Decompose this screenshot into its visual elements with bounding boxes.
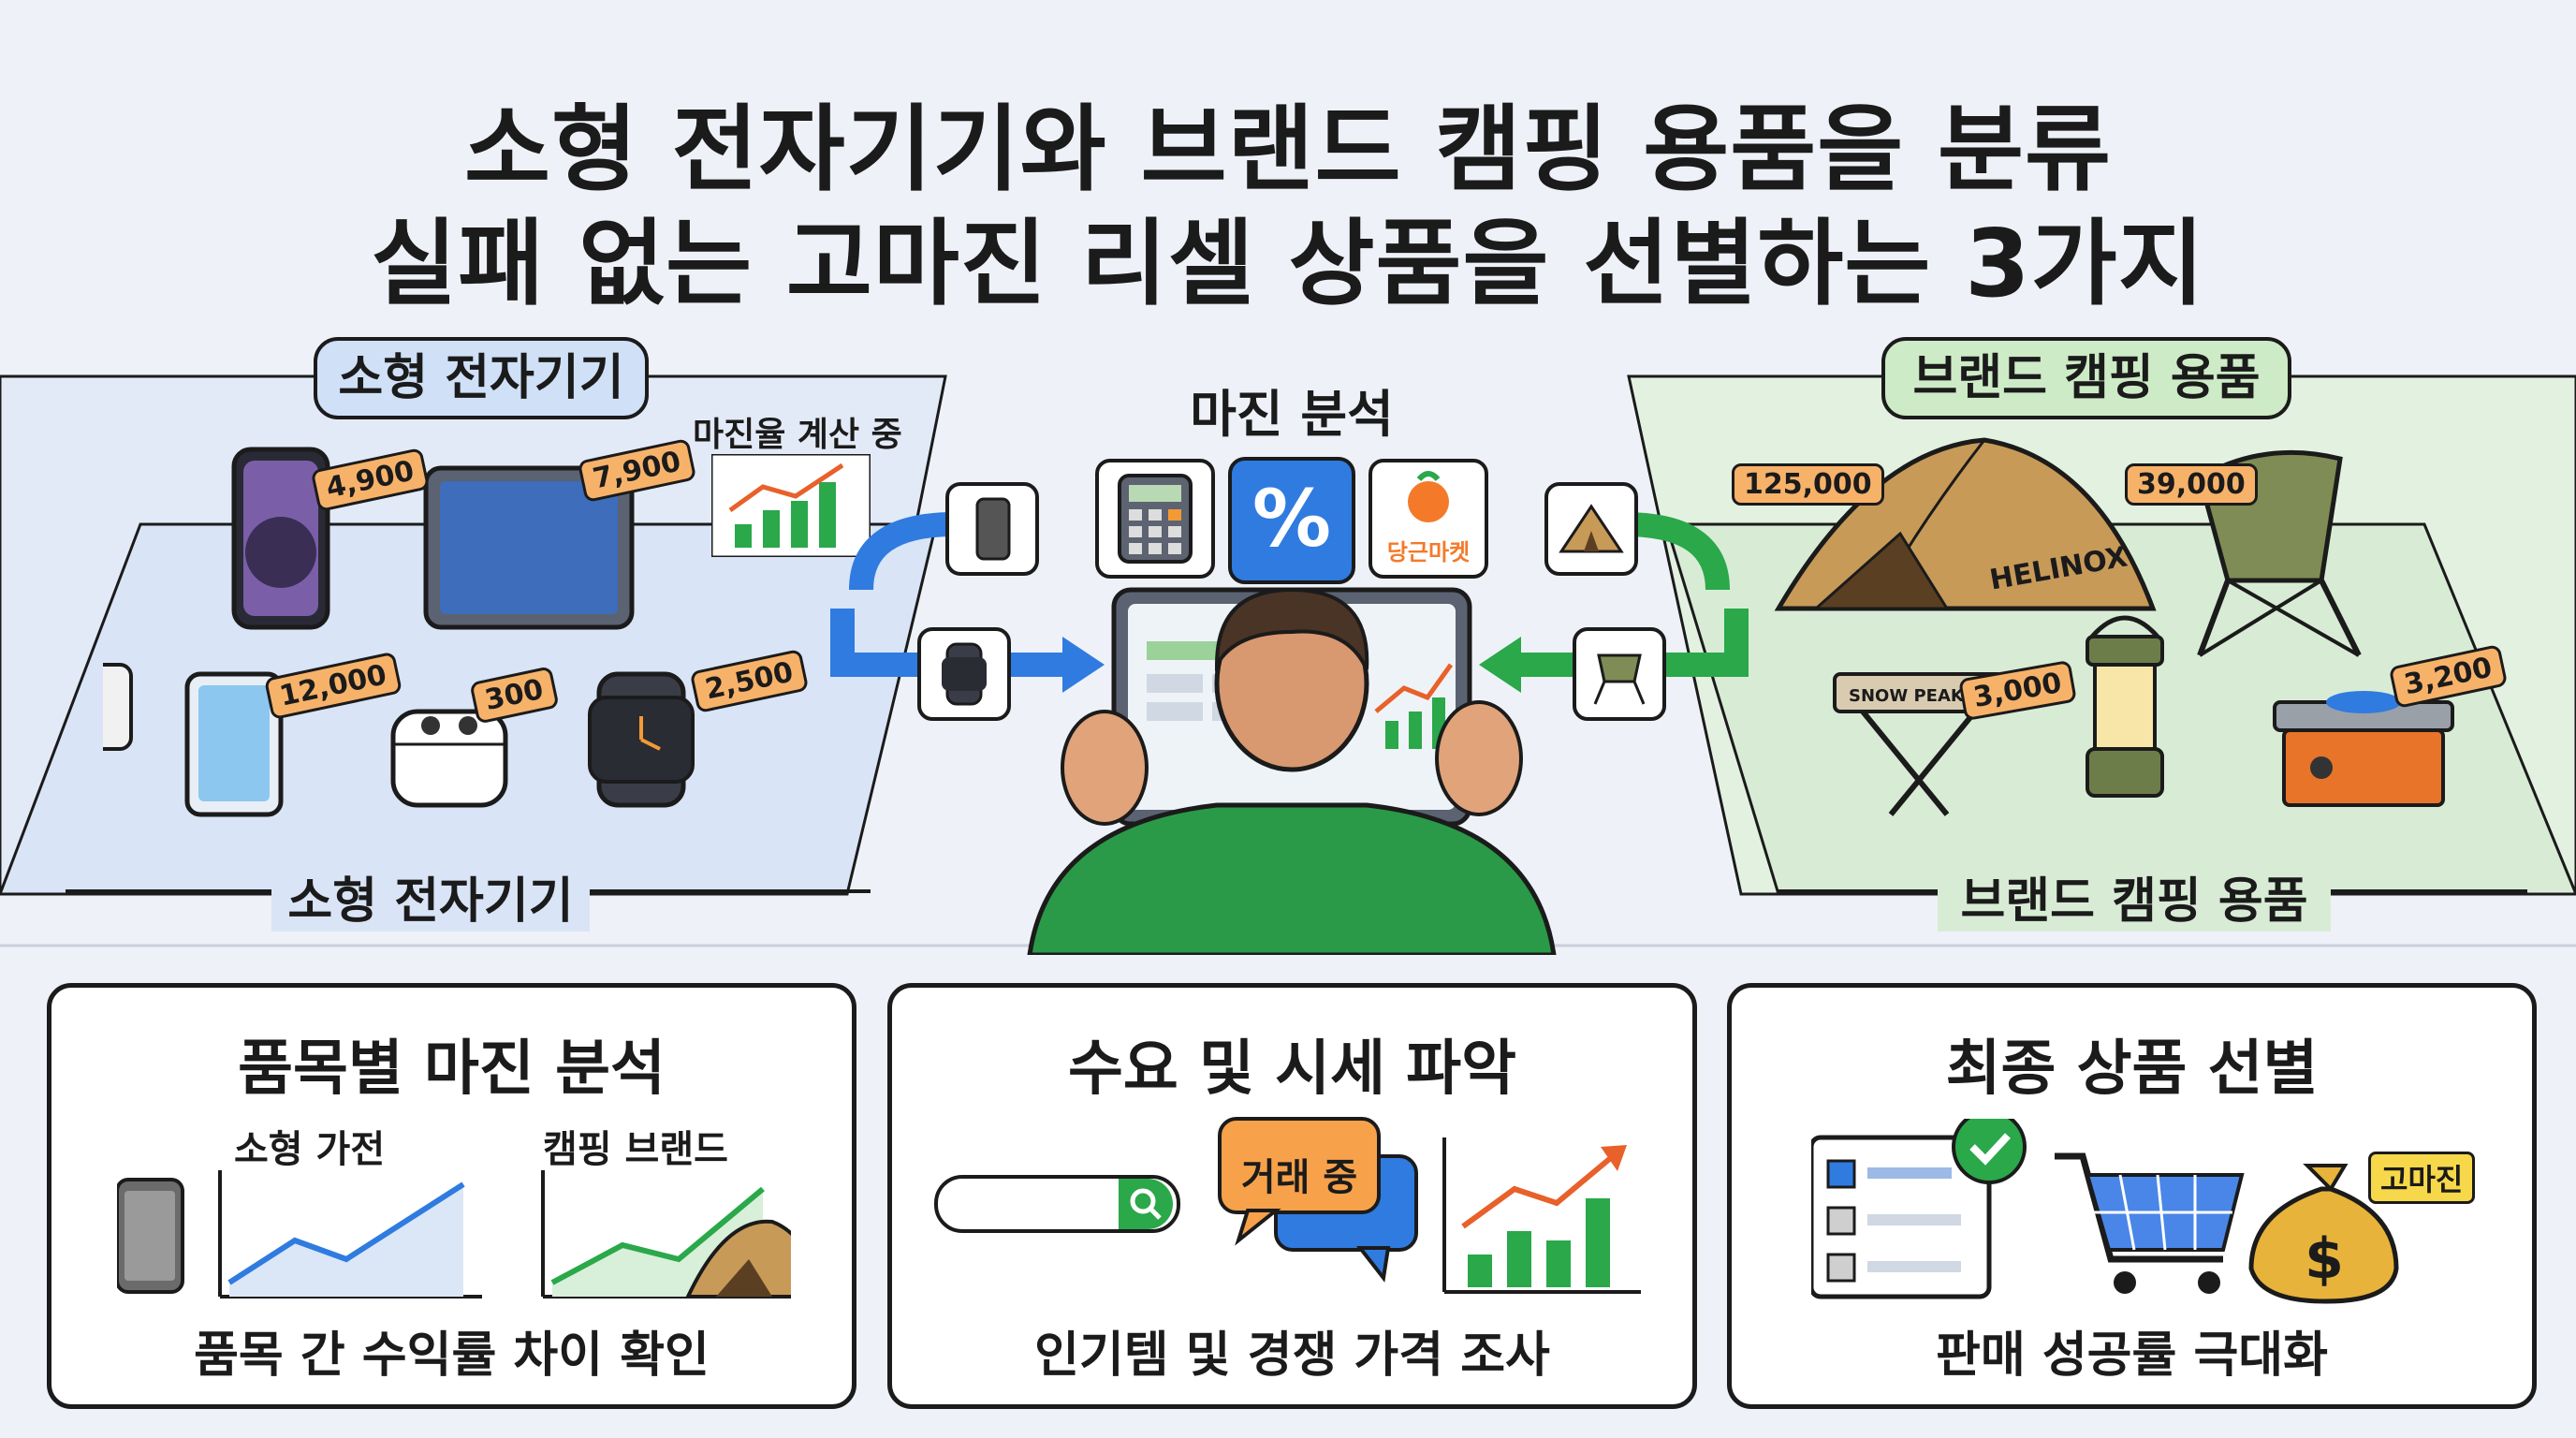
- smartphone-icon: [103, 663, 284, 817]
- checklist-icon: [1811, 1135, 1992, 1299]
- card-1-caption: 품목 간 수익률 차이 확인: [194, 1328, 710, 1384]
- smartwatch-icon: [588, 671, 695, 808]
- tablet-icon: [423, 465, 635, 630]
- price-tag-chair: 39,000: [2125, 463, 2258, 506]
- center-title: 마진 분석: [1190, 385, 1394, 444]
- person-body: [1027, 802, 1557, 955]
- title-line-2: 실패 없는 고마진 리셀 상품을 선별하는 3가지: [371, 209, 2205, 318]
- mini-growth-chart-icon: [711, 454, 871, 557]
- money-bag-icon: $: [2248, 1164, 2399, 1304]
- card-margin-analysis: 품목별 마진 분석 소형 가전 캠핑 브랜드 품목 간 수익률 차이 확인: [47, 983, 856, 1409]
- left-panel-label: 소형 전자기기: [314, 337, 649, 419]
- carrot-market-label: 당근마켓: [1386, 539, 1471, 565]
- tent-box-icon: [1544, 482, 1638, 576]
- search-icon[interactable]: [1119, 1179, 1173, 1229]
- right-panel-label: 브랜드 캠핑 용품: [1881, 337, 2291, 419]
- svg-text:$: $: [2305, 1226, 2344, 1292]
- check-circle-icon: [1952, 1119, 2027, 1184]
- right-panel-footer: 브랜드 캠핑 용품: [1938, 861, 2331, 932]
- phone-box-icon: [945, 482, 1039, 576]
- left-panel-footer: 소형 전자기기: [271, 861, 590, 932]
- price-tag-tent: 125,000: [1732, 463, 1884, 506]
- card-3-caption: 판매 성공률 극대화: [1936, 1328, 2328, 1384]
- electronics-illustration: [103, 447, 695, 817]
- phone-icon: [231, 447, 330, 630]
- lantern-icon: [2086, 615, 2164, 798]
- card-2-caption: 인기템 및 경쟁 가격 조사: [1034, 1328, 1550, 1384]
- card-3-icons: $: [1811, 1119, 2399, 1304]
- chair-box-icon: [1573, 627, 1666, 721]
- shopping-cart-icon: [2055, 1152, 2245, 1294]
- card-demand-price: 수요 및 시세 파악 거래 중 인기템 및 경쟁 가격 조사: [887, 983, 1697, 1409]
- arrow-right-icon: [1062, 637, 1105, 693]
- card-1-charts: [117, 1170, 791, 1299]
- card-1-sub-left: 소형 가전: [234, 1128, 386, 1171]
- trading-bubble-text: 거래 중: [1240, 1156, 1358, 1199]
- arrow-left-icon: [1479, 637, 1521, 693]
- card-1-sub-right: 캠핑 브랜드: [543, 1128, 728, 1171]
- high-margin-tag: 고마진: [2368, 1152, 2476, 1204]
- growth-chart-icon: [1442, 1137, 1641, 1294]
- card-3-title: 최종 상품 선별: [1945, 1034, 2319, 1104]
- camping-gear-illustration: [1774, 437, 2454, 816]
- card-final-selection: 최종 상품 선별 $ 고마: [1727, 983, 2537, 1409]
- tent-icon: [684, 1219, 791, 1299]
- card-2-title: 수요 및 시세 파악: [1067, 1034, 1516, 1104]
- margin-calc-note: 마진율 계산 중: [693, 416, 902, 454]
- title-line-1: 소형 전자기기와 브랜드 캠핑 용품을 분류: [463, 95, 2113, 204]
- camping-stove-icon: [2273, 691, 2454, 807]
- watch-box-icon: [917, 627, 1011, 721]
- tent-icon: [1774, 437, 2157, 611]
- carrot-market-icon: 당근마켓: [1368, 459, 1488, 579]
- center-analysis-illustration: [830, 501, 1749, 955]
- card-1-title: 품목별 마진 분석: [238, 1034, 666, 1104]
- chat-bubble-icon: [1218, 1117, 1418, 1283]
- calculator-icon: [1095, 459, 1215, 579]
- percent-icon: %: [1228, 457, 1355, 584]
- phone-icon: [117, 1178, 184, 1294]
- table-brand-label: SNOW PEAK: [1849, 686, 1964, 706]
- earbuds-case-icon: [390, 709, 508, 808]
